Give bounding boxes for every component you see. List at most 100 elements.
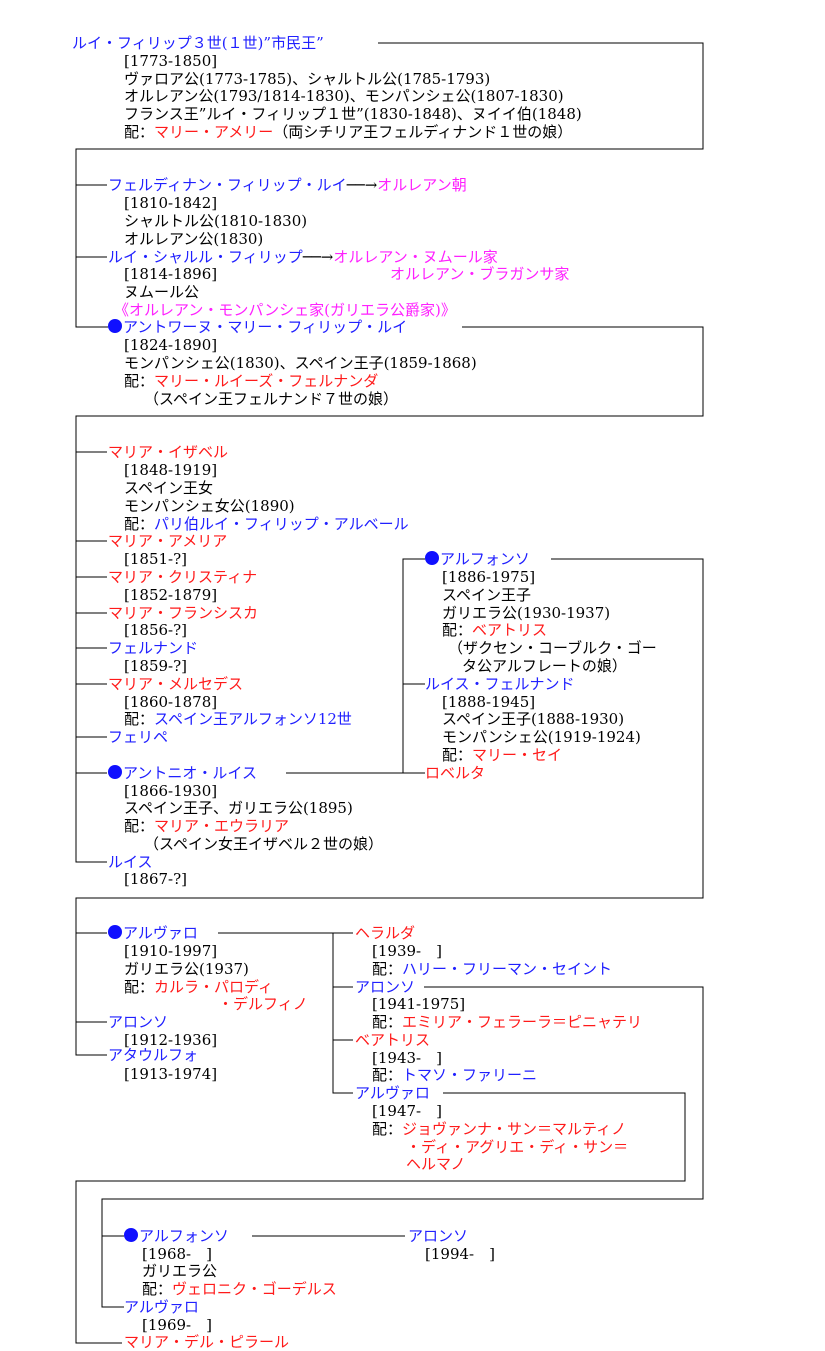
antonio-line: アントニオ・ルイス bbox=[108, 765, 257, 782]
antonio-years: [1866-1930] bbox=[124, 782, 218, 800]
root-name: ルイ・フィリップ３世(１世)”市民王” bbox=[72, 34, 324, 52]
spouse-prefix: 配： bbox=[124, 710, 155, 728]
alonso-1994-years: [1994- ] bbox=[425, 1245, 495, 1263]
amelia-years: [1851-?] bbox=[124, 550, 187, 568]
ataulfo-years: [1913-1974] bbox=[124, 1065, 218, 1083]
alfonso-1968-years: [1968- ] bbox=[142, 1245, 212, 1263]
luis-fernando-years: [1888-1945] bbox=[442, 693, 536, 711]
alonso-1941-spouse-line: 配：エミリア・フェラーラ＝ピニャテリ bbox=[372, 1014, 642, 1031]
alfonso-1968-name: アルフォンソ bbox=[139, 1227, 229, 1245]
root-spouse-note: （両シチリア王フェルディナンド１世の娘） bbox=[273, 123, 573, 141]
isabel-years: [1848-1919] bbox=[124, 461, 218, 479]
ataulfo-name: アタウルフォ bbox=[108, 1046, 199, 1064]
alfonso-1886-spouse-note-2: タ公アルフレートの娘） bbox=[462, 657, 627, 675]
ferdinand-name: フェルディナン・フィリップ・ルイ bbox=[108, 176, 347, 194]
braganza-link[interactable]: オルレアン・ブラガンサ家 bbox=[390, 265, 570, 283]
alvaro-1947-spouse-3: ヘルマノ bbox=[406, 1155, 466, 1173]
louis-title-1: ヌムール公 bbox=[124, 283, 200, 301]
isabel-name: マリア・イザベル bbox=[108, 443, 229, 461]
root-titles-3: フランス王”ルイ・フィリップ１世”(1830-1848)、ヌイイ伯(1848) bbox=[124, 105, 582, 123]
spouse-prefix: 配： bbox=[124, 978, 155, 996]
gerarda-spouse: ハリー・フリーマン・セイント bbox=[402, 960, 613, 978]
root-titles-1: ヴァロア公(1773-1785)、シャルトル公(1785-1793) bbox=[124, 70, 491, 88]
luis-years: [1867-?] bbox=[124, 870, 187, 888]
heir-dot-icon bbox=[124, 1228, 138, 1242]
alfonso-1968-line: アルフォンソ bbox=[124, 1228, 229, 1245]
ferdinand-line: フェルディナン・フィリップ・ルイ──→オルレアン朝 bbox=[108, 177, 467, 194]
beatriz-spouse-line: 配：トマソ・ファリーニ bbox=[372, 1067, 537, 1084]
alfonso-1968-title-1: ガリエラ公 bbox=[142, 1262, 218, 1280]
alfonso-1886-spouse-note-1: （ザクセン・コーブルク・ゴー bbox=[448, 639, 657, 657]
louis-name: ルイ・シャルル・フィリップ bbox=[108, 248, 303, 266]
orleans-dynasty-link[interactable]: オルレアン朝 bbox=[377, 176, 467, 194]
antonio-spouse: マリア・エウラリア bbox=[154, 817, 290, 835]
spouse-prefix: 配： bbox=[124, 817, 155, 835]
alvaro-1910-spouse-line: 配：カルラ・パロディ bbox=[124, 979, 273, 996]
spouse-prefix: 配： bbox=[124, 372, 155, 390]
spouse-prefix: 配： bbox=[142, 1280, 173, 1298]
antoine-name: アントワーヌ・マリー・フィリップ・ルイ bbox=[123, 318, 408, 336]
antonio-spouse-note: （スペイン女王イザベル２世の娘） bbox=[144, 835, 383, 853]
fernando-name: フェルナンド bbox=[108, 639, 199, 657]
root-years: [1773-1850] bbox=[124, 52, 218, 70]
arrow-icon: ──→ bbox=[302, 248, 334, 266]
amelia-name: マリア・アメリア bbox=[108, 532, 228, 550]
mercedes-spouse: スペイン王アルフォンソ12世 bbox=[154, 710, 352, 728]
alfonso-1968-spouse-line: 配：ヴェロニク・ゴーデルス bbox=[142, 1281, 337, 1298]
alfonso-1886-spouse: ベアトリス bbox=[472, 621, 548, 639]
luis-fernando-spouse: マリー・セイ bbox=[472, 746, 563, 764]
alfonso-1886-title-1: スペイン王子 bbox=[442, 586, 531, 604]
ferdinand-years: [1810-1842] bbox=[124, 194, 218, 212]
alfonso-1886-title-2: ガリエラ公(1930-1937) bbox=[442, 604, 611, 622]
alfonso-1886-years: [1886-1975] bbox=[442, 568, 536, 586]
alvaro-1947-spouse-line: 配：ジョヴァンナ・サン＝マルティノ bbox=[372, 1121, 626, 1138]
root-spouse-line: 配：マリー・アメリー（両シチリア王フェルディナンド１世の娘） bbox=[124, 124, 572, 141]
heir-dot-icon bbox=[108, 925, 122, 939]
antoine-title-1: モンパンシェ公(1830)、スペイン王子(1859-1868) bbox=[124, 354, 477, 372]
luis-fernando-title-2: モンパンシェ公(1919-1924) bbox=[442, 728, 641, 746]
antonio-spouse-line: 配：マリア・エウラリア bbox=[124, 818, 289, 835]
root-titles-2: オルレアン公(1793/1814-1830)、モンパンシェ公(1807-1830… bbox=[124, 87, 564, 105]
alonso-1912-name: アロンソ bbox=[108, 1013, 169, 1031]
isabel-spouse-line: 配：パリ伯ルイ・フィリップ・アルベール bbox=[124, 516, 409, 533]
louis-line: ルイ・シャルル・フィリップ──→オルレアン・ヌムール家 bbox=[108, 249, 498, 266]
heir-dot-icon bbox=[425, 551, 439, 565]
spouse-prefix: 配： bbox=[372, 1120, 403, 1138]
beatriz-years: [1943- ] bbox=[372, 1049, 442, 1067]
alvaro-1910-title-1: ガリエラ公(1937) bbox=[124, 960, 249, 978]
spouse-prefix: 配： bbox=[372, 1013, 403, 1031]
alfonso-1886-spouse-line: 配：ベアトリス bbox=[442, 622, 547, 639]
fernando-years: [1859-?] bbox=[124, 657, 187, 675]
beatriz-spouse: トマソ・ファリーニ bbox=[402, 1066, 538, 1084]
isabel-title-2: モンパンシェ女公(1890) bbox=[124, 497, 295, 515]
antoine-line: アントワーヌ・マリー・フィリップ・ルイ bbox=[108, 319, 407, 336]
alfonso-1886-name: アルフォンソ bbox=[440, 550, 530, 568]
alvaro-1947-spouse: ジョヴァンナ・サン＝マルティノ bbox=[402, 1120, 627, 1138]
root-spouse: マリー・アメリー bbox=[154, 123, 274, 141]
ferdinand-title-2: オルレアン公(1830) bbox=[124, 230, 264, 248]
alvaro-1910-years: [1910-1997] bbox=[124, 942, 218, 960]
antoine-spouse: マリー・ルイーズ・フェルナンダ bbox=[154, 372, 379, 390]
heir-dot-icon bbox=[108, 765, 122, 779]
alonso-1941-spouse: エミリア・フェラーラ＝ピニャテリ bbox=[402, 1013, 643, 1031]
francisca-years: [1856-?] bbox=[124, 621, 187, 639]
alonso-1912-years: [1912-1936] bbox=[124, 1031, 218, 1049]
gerarda-years: [1939- ] bbox=[372, 942, 442, 960]
antoine-spouse-line: 配：マリー・ルイーズ・フェルナンダ bbox=[124, 373, 378, 390]
felipe-name: フェリペ bbox=[108, 728, 169, 746]
alvaro-1969-years: [1969- ] bbox=[142, 1316, 212, 1334]
alvaro-1969-name: アルヴァロ bbox=[124, 1298, 199, 1316]
alvaro-1910-spouse: カルラ・パロディ bbox=[154, 978, 273, 996]
cristina-years: [1852-1879] bbox=[124, 586, 218, 604]
nemours-link[interactable]: オルレアン・ヌムール家 bbox=[333, 248, 498, 266]
alvaro-1910-spouse-2: ・デルフィノ bbox=[218, 995, 308, 1013]
antonio-title-1: スペイン王子、ガリエラ公(1895) bbox=[124, 799, 353, 817]
alvaro-1947-years: [1947- ] bbox=[372, 1102, 442, 1120]
alvaro-1910-name: アルヴァロ bbox=[123, 924, 198, 942]
alvaro-1947-name: アルヴァロ bbox=[355, 1084, 430, 1102]
louis-years: [1814-1896] bbox=[124, 265, 218, 283]
alvaro-1910-line: アルヴァロ bbox=[108, 925, 198, 942]
ferdinand-title-1: シャルトル公(1810-1830) bbox=[124, 212, 308, 230]
gerarda-spouse-line: 配：ハリー・フリーマン・セイント bbox=[372, 961, 612, 978]
house-heading: 《オルレアン・モンパンシェ家(ガリエラ公爵家)》 bbox=[114, 301, 456, 319]
